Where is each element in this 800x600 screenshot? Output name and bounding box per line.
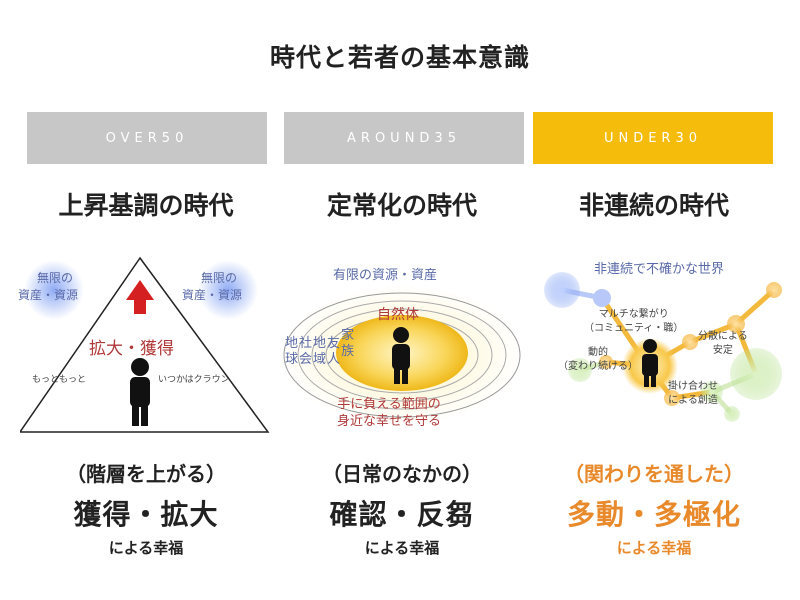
bottom-line1: 手に負える範囲の bbox=[337, 397, 441, 412]
glow-right bbox=[198, 260, 258, 320]
node-green-bottom bbox=[701, 381, 723, 403]
network-svg bbox=[544, 272, 782, 422]
left-col4-2: 人 bbox=[327, 352, 341, 367]
dispersed-line1: 分散による bbox=[698, 331, 748, 342]
small-label-right: いつかはクラウン bbox=[158, 375, 230, 385]
dispersed-line2: 安定 bbox=[712, 345, 733, 356]
caption-over50: （階層を上がる） 獲得・拡大 による幸福 bbox=[16, 458, 276, 558]
person-icon bbox=[130, 358, 150, 426]
orbit-ring-outer bbox=[283, 292, 521, 418]
era-heading-around35: 定常化の時代 bbox=[326, 191, 477, 220]
caption-main: 多動・多極化 bbox=[566, 498, 741, 531]
node-orange-right bbox=[727, 315, 745, 333]
bottom-line2: 身近な幸せを守る bbox=[337, 414, 442, 429]
node-blue-small bbox=[593, 289, 611, 307]
left-col1-2: 球 bbox=[285, 352, 299, 367]
top-label: 有限の資源・資産 bbox=[333, 268, 438, 283]
page-title: 時代と若者の基本意識 bbox=[269, 43, 530, 72]
caption-sub: （日常のなかの） bbox=[322, 462, 482, 486]
combine-line2: による創造 bbox=[668, 395, 718, 406]
node-green-tiny bbox=[724, 406, 740, 422]
center-label: 自然体 bbox=[377, 307, 419, 323]
node-orange-mid bbox=[682, 334, 698, 350]
node-blue-large bbox=[544, 272, 580, 308]
person-icon bbox=[642, 339, 658, 387]
caption-under30: （関わりを通した） 多動・多極化 による幸福 bbox=[524, 458, 784, 558]
left-note-line2: 資産・資源 bbox=[18, 288, 79, 302]
era-heading-under30: 非連続の時代 bbox=[578, 191, 729, 220]
caption-tail: による幸福 bbox=[616, 539, 692, 557]
caption-sub: （関わりを通した） bbox=[564, 462, 744, 486]
caption-around35: （日常のなかの） 確認・反芻 による幸福 bbox=[272, 458, 532, 558]
multi-line2: （コミュニティ・職） bbox=[584, 323, 684, 334]
node-green-left bbox=[568, 358, 592, 382]
orbit-diagram: 有限の資源・資産 自然体 地 球 社 会 地 域 友 人 家 族 手に負える範囲… bbox=[277, 250, 527, 440]
network-diagram: 非連続で不確かな世界 マルチな繋がり （コミュニティ・職） 動的 （変わり続ける… bbox=[540, 250, 790, 440]
pyramid-svg bbox=[20, 256, 270, 433]
right-note-line2: 資産・資源 bbox=[182, 288, 243, 302]
left-col2-1: 社 bbox=[299, 336, 313, 351]
up-arrow-icon bbox=[126, 280, 154, 314]
orbit-svg bbox=[282, 285, 522, 425]
left-col4-1: 友 bbox=[327, 336, 341, 351]
node-orange-bottom bbox=[664, 390, 680, 406]
banner-over50: OVER50 bbox=[27, 112, 267, 164]
orbit-ring-2 bbox=[311, 308, 493, 402]
left-col2-2: 会 bbox=[299, 352, 313, 367]
move-line1: 動的 bbox=[588, 347, 608, 358]
combine-line1: 掛け合わせ bbox=[668, 381, 718, 392]
orbit-ring-3 bbox=[297, 300, 507, 410]
right-note-line1: 無限の bbox=[201, 271, 238, 285]
center-label: 拡大・獲得 bbox=[89, 339, 174, 359]
banner-under30: UNDER30 bbox=[533, 112, 773, 164]
caption-main: 確認・反芻 bbox=[329, 498, 475, 531]
left-note-line1: 無限の bbox=[37, 271, 74, 285]
caption-sub: （階層を上がる） bbox=[66, 462, 226, 486]
glow-left bbox=[24, 260, 84, 320]
left-col3-2: 域 bbox=[313, 352, 327, 367]
caption-tail: による幸福 bbox=[364, 539, 440, 557]
node-orange-left bbox=[599, 355, 613, 369]
person-icon bbox=[392, 327, 410, 384]
pyramid-diagram: 無限の 資産・資源 無限の 資産・資源 拡大・獲得 もっともっと いつかはクラウ… bbox=[18, 250, 270, 440]
pyramid-triangle bbox=[20, 256, 270, 433]
caption-tail: による幸福 bbox=[108, 539, 184, 557]
node-orange-top bbox=[766, 282, 782, 298]
banner-around35: AROUND35 bbox=[284, 112, 524, 164]
caption-main: 獲得・拡大 bbox=[73, 498, 219, 531]
multi-line1: マルチな繋がり bbox=[598, 309, 669, 320]
top-label: 非連続で不確かな世界 bbox=[594, 262, 725, 277]
era-heading-over50: 上昇基調の時代 bbox=[58, 191, 234, 220]
left-col5-1: 家 bbox=[341, 328, 355, 343]
move-line2: （変わり続ける） bbox=[558, 361, 638, 372]
node-green-large bbox=[730, 348, 782, 400]
left-col3-1: 地 bbox=[313, 336, 327, 351]
left-col5-2: 族 bbox=[341, 344, 355, 359]
small-label-left: もっともっと bbox=[32, 375, 87, 385]
left-col1-1: 地 bbox=[285, 336, 299, 351]
